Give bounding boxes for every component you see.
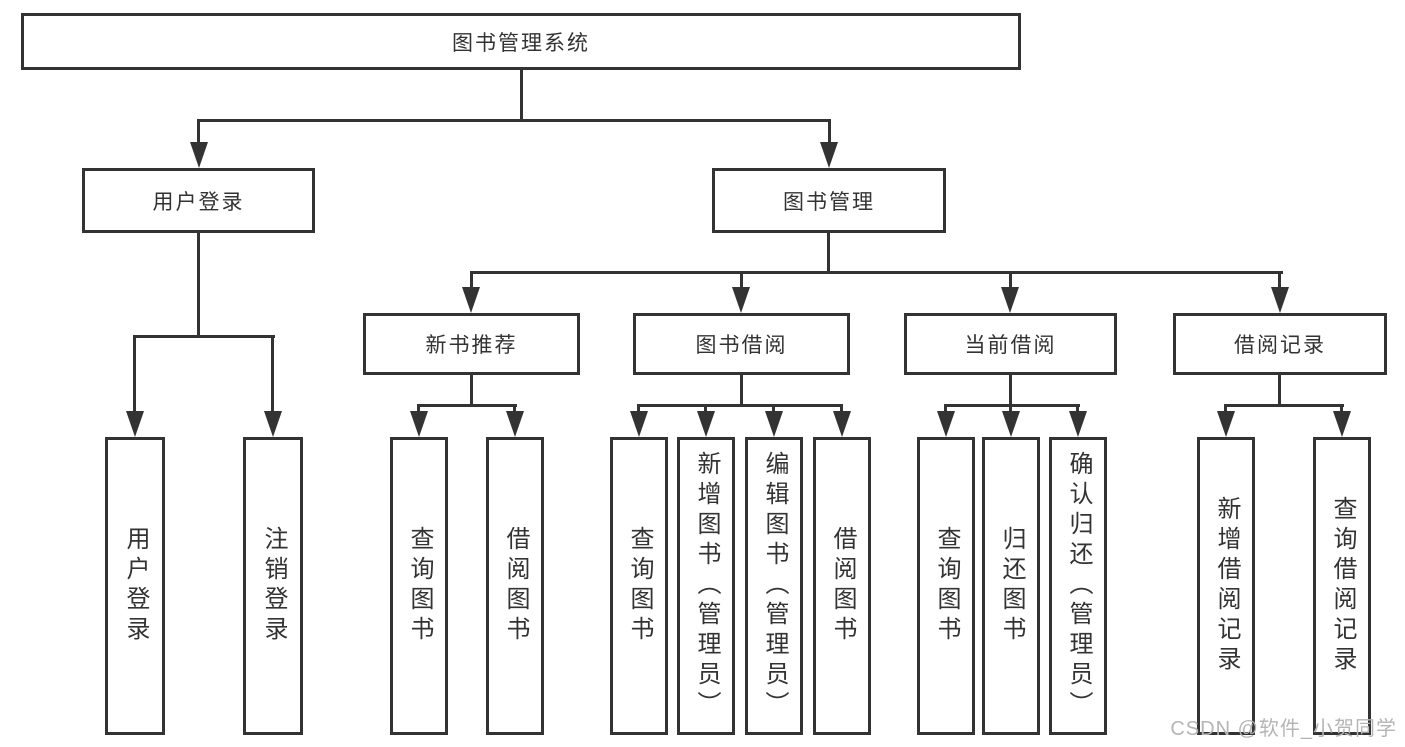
leaf-label: 归还图书 xyxy=(998,526,1025,646)
arrow-down-icon xyxy=(1333,411,1351,437)
connector-vline xyxy=(470,375,473,406)
arrow-down-icon xyxy=(410,411,428,437)
node-label: 用户登录 xyxy=(152,190,245,214)
connector-vline xyxy=(740,375,743,406)
connector-vline xyxy=(197,119,200,151)
connector-hline xyxy=(133,335,275,338)
connector-hline xyxy=(637,404,843,407)
node-book-management: 图书管理 xyxy=(712,168,946,233)
leaf-label: 查询图书 xyxy=(626,526,653,646)
leaf-add-books-admin: 新增图书（管理员） xyxy=(677,437,735,735)
node-new-book-recommend: 新书推荐 xyxy=(363,313,580,375)
connector-vline xyxy=(513,404,516,416)
connector-vline xyxy=(417,404,420,416)
arrow-down-icon xyxy=(1271,287,1289,313)
node-user-login: 用户登录 xyxy=(82,168,315,233)
connector-vline xyxy=(740,271,743,291)
connector-vline xyxy=(840,404,843,416)
connector-vline xyxy=(637,404,640,416)
arrow-down-icon xyxy=(1002,411,1020,437)
leaf-query-books: 查询图书 xyxy=(390,437,448,735)
connector-hline xyxy=(470,271,1283,274)
connector-hline xyxy=(1224,404,1344,407)
node-label: 图书管理 xyxy=(783,190,875,214)
leaf-label: 借阅图书 xyxy=(502,526,529,646)
leaf-edit-books-admin: 编辑图书（管理员） xyxy=(745,437,803,735)
connector-vline xyxy=(827,233,830,274)
connector-hline xyxy=(197,119,831,122)
arrow-down-icon xyxy=(506,411,524,437)
leaf-label: 用户登录 xyxy=(122,526,149,646)
leaf-label: 确认归还（管理员） xyxy=(1065,451,1092,721)
connector-vline xyxy=(1224,404,1227,416)
node-label: 借阅记录 xyxy=(1234,334,1326,357)
leaf-return-books: 归还图书 xyxy=(982,437,1040,735)
node-book-borrow: 图书借阅 xyxy=(633,313,850,375)
arrow-down-icon xyxy=(765,411,783,437)
leaf-label: 新增借阅记录 xyxy=(1213,496,1240,676)
arrow-down-icon xyxy=(264,411,282,437)
leaf-label: 查询借阅记录 xyxy=(1329,496,1356,676)
connector-vline xyxy=(520,70,523,122)
leaf-user-login: 用户登录 xyxy=(105,437,165,735)
connector-hline xyxy=(417,404,517,407)
leaf-query-books: 查询图书 xyxy=(610,437,668,735)
connector-vline xyxy=(1009,375,1012,406)
connector-vline xyxy=(197,233,200,337)
node-label: 新书推荐 xyxy=(425,334,518,357)
node-root-label: 图书管理系统 xyxy=(452,31,590,55)
leaf-borrow-books: 借阅图书 xyxy=(486,437,544,735)
arrow-down-icon xyxy=(820,142,838,168)
leaf-label: 查询图书 xyxy=(933,526,960,646)
arrow-down-icon xyxy=(937,411,955,437)
connector-vline xyxy=(133,335,136,415)
arrow-down-icon xyxy=(1001,287,1019,313)
leaf-query-borrow-record: 查询借阅记录 xyxy=(1313,437,1371,735)
connector-vline xyxy=(1278,375,1281,406)
arrow-down-icon xyxy=(697,411,715,437)
leaf-borrow-books: 借阅图书 xyxy=(813,437,871,735)
connector-vline xyxy=(271,335,274,415)
arrow-down-icon xyxy=(1217,411,1235,437)
arrow-down-icon xyxy=(1069,411,1087,437)
connector-hline xyxy=(944,404,1080,407)
connector-vline xyxy=(1340,404,1343,416)
connector-vline xyxy=(470,271,473,291)
leaf-label: 注销登录 xyxy=(260,526,287,646)
arrow-down-icon xyxy=(462,287,480,313)
connector-vline xyxy=(704,404,707,416)
leaf-query-books: 查询图书 xyxy=(917,437,975,735)
leaf-logout: 注销登录 xyxy=(243,437,303,735)
node-borrow-records: 借阅记录 xyxy=(1173,313,1387,375)
leaf-add-borrow-record: 新增借阅记录 xyxy=(1197,437,1255,735)
connector-vline xyxy=(944,404,947,416)
node-label: 图书借阅 xyxy=(695,334,788,357)
leaf-label: 新增图书（管理员） xyxy=(693,451,720,721)
arrow-down-icon xyxy=(126,411,144,437)
connector-vline xyxy=(1076,404,1079,416)
node-current-borrow: 当前借阅 xyxy=(904,313,1117,375)
connector-vline xyxy=(1009,404,1012,416)
leaf-label: 查询图书 xyxy=(406,526,433,646)
leaf-label: 借阅图书 xyxy=(829,526,856,646)
watermark: CSDN @软件_小贺同学 xyxy=(1170,718,1397,740)
node-root: 图书管理系统 xyxy=(21,13,1021,70)
connector-vline xyxy=(1009,271,1012,291)
connector-vline xyxy=(1278,271,1281,291)
arrow-down-icon xyxy=(833,411,851,437)
arrow-down-icon xyxy=(190,142,208,168)
arrow-down-icon xyxy=(732,287,750,313)
connector-vline xyxy=(772,404,775,416)
connector-vline xyxy=(828,119,831,151)
leaf-label: 编辑图书（管理员） xyxy=(761,451,788,721)
node-label: 当前借阅 xyxy=(964,334,1057,357)
leaf-confirm-return-admin: 确认归还（管理员） xyxy=(1049,437,1107,735)
arrow-down-icon xyxy=(630,411,648,437)
